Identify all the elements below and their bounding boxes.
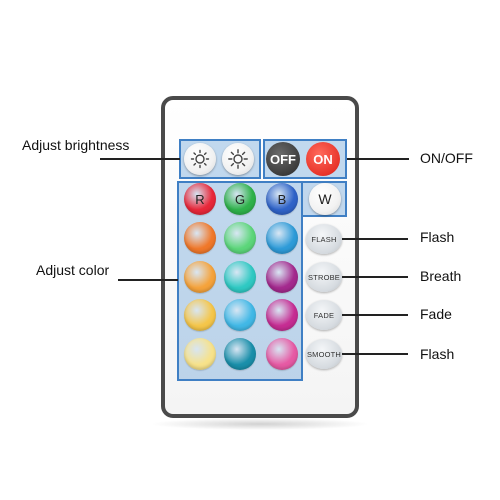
fade-button[interactable]: FADE <box>306 300 342 330</box>
color-swatch-button[interactable] <box>266 299 298 331</box>
color-swatch-button[interactable] <box>184 299 216 331</box>
fade-label: Fade <box>420 306 452 322</box>
breath-label: Breath <box>420 268 462 284</box>
color-swatch-button[interactable] <box>184 338 216 370</box>
color-swatch-button[interactable] <box>224 261 256 293</box>
brightness-callout-line <box>100 158 180 160</box>
green-button[interactable]: G <box>224 183 256 215</box>
color-swatch-button[interactable] <box>224 222 256 254</box>
onoff-label: ON/OFF <box>420 150 473 166</box>
off-button[interactable]: OFF <box>266 142 300 176</box>
smooth-button[interactable]: SMOOTH <box>306 339 342 369</box>
strobe-button[interactable]: STROBE <box>306 262 342 292</box>
color-swatch-button[interactable] <box>266 338 298 370</box>
red-button[interactable]: R <box>184 183 216 215</box>
adjust-color-label: Adjust color <box>36 262 110 278</box>
white-button[interactable]: W <box>309 183 341 215</box>
blue-button[interactable]: B <box>266 183 298 215</box>
on-button[interactable]: ON <box>306 142 340 176</box>
breath-callout-line <box>342 276 408 278</box>
brightness-down-button[interactable] <box>184 143 216 175</box>
brightness-up-icon <box>228 149 248 169</box>
flash2-callout-line <box>342 353 408 355</box>
remote-shadow <box>150 418 370 430</box>
onoff-callout-line <box>347 158 409 160</box>
color-swatch-button[interactable] <box>266 222 298 254</box>
adjust-brightness-label: Adjust brightness <box>22 137 130 153</box>
color-swatch-button[interactable] <box>266 261 298 293</box>
color-swatch-button[interactable] <box>184 261 216 293</box>
brightness-up-button[interactable] <box>222 143 254 175</box>
fade-callout-line <box>342 314 408 316</box>
flash-label: Flash <box>420 229 455 245</box>
color-callout-line <box>118 279 178 281</box>
flash2-label: Flash <box>420 346 455 362</box>
flash-callout-line <box>342 238 408 240</box>
flash-button[interactable]: FLASH <box>306 224 342 254</box>
color-swatch-button[interactable] <box>224 338 256 370</box>
color-swatch-button[interactable] <box>224 299 256 331</box>
color-swatch-button[interactable] <box>184 222 216 254</box>
brightness-down-icon <box>190 149 210 169</box>
